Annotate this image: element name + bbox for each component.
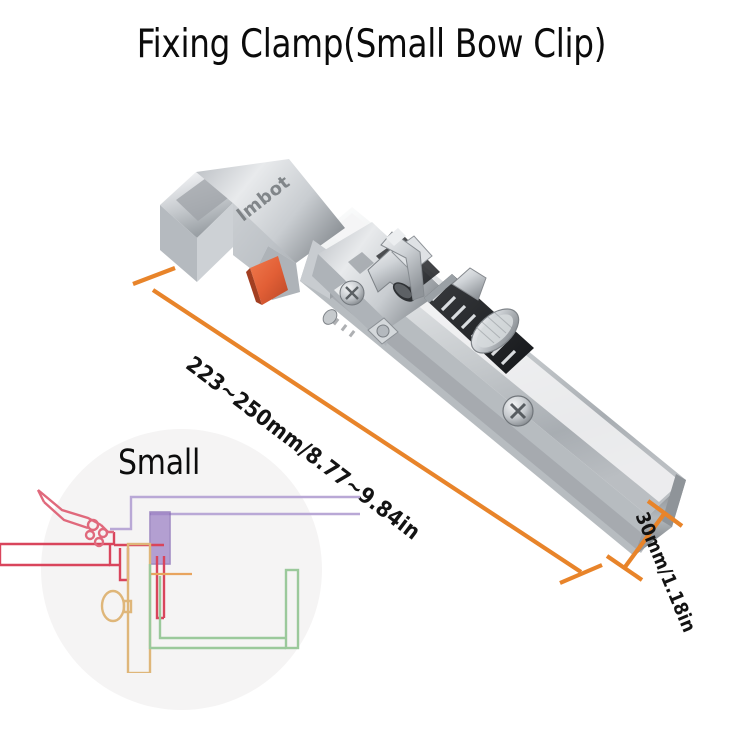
schematic-clamp-red xyxy=(0,532,166,620)
clamp-hook-arm xyxy=(380,228,425,301)
clamp-end-screw xyxy=(502,395,534,427)
schematic-block-purple xyxy=(149,511,171,565)
height-dimension-line xyxy=(605,499,684,582)
schematic-handle-red xyxy=(36,489,114,548)
inset-title: Small xyxy=(118,443,201,483)
clamp-thumb-lever xyxy=(451,267,520,354)
schematic-rail-purple xyxy=(110,495,360,531)
clamp-rubber-pad xyxy=(246,256,288,305)
inset-circle-background xyxy=(41,429,322,710)
schematic-frame-green xyxy=(148,564,300,650)
length-dimension-line xyxy=(132,266,603,585)
inset-schematic-diagram xyxy=(0,489,360,673)
page-title: Fixing Clamp(Small Bow Clip) xyxy=(136,22,607,67)
